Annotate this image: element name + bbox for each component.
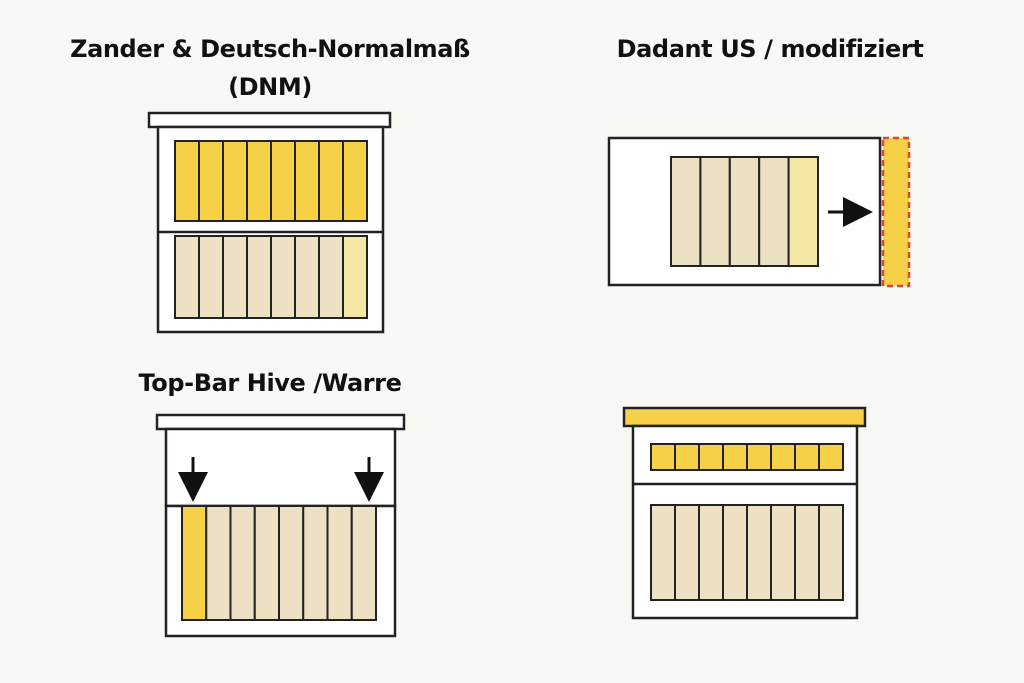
fourth-bottom-frame (794, 504, 820, 601)
topbar-frame (278, 505, 305, 621)
zander-top-frame (270, 140, 296, 222)
zander-top-frame (318, 140, 344, 222)
topbar-warre-title: Top-Bar Hive /Warre (138, 369, 402, 397)
topbar-frames (181, 505, 377, 621)
fourth-hive (622, 406, 867, 620)
topbar-lid (155, 413, 406, 431)
topbar-frame (302, 505, 329, 621)
topbar-frame (326, 505, 353, 621)
dadant-frame (699, 156, 731, 267)
zander-top-frames (174, 140, 368, 222)
fourth-top-frame (746, 443, 772, 471)
fourth-bottom-frame (770, 504, 796, 601)
fourth-top-frame (650, 443, 676, 471)
dadant-frame (728, 156, 761, 267)
topbar-frame (253, 505, 280, 621)
fourth-top-frame (674, 443, 700, 471)
zander-title-line2: (DNM) (228, 73, 312, 101)
topbar-frame (229, 505, 256, 621)
dadant-hive (607, 136, 911, 288)
fourth-top-frame (722, 443, 748, 471)
dadant-frame (787, 156, 819, 267)
zander-top-frame (198, 140, 224, 222)
dadant-frame (758, 156, 790, 267)
zander-bottom-frame (270, 235, 296, 319)
zander-top-frame (342, 140, 368, 222)
fourth-bottom-frame (818, 504, 844, 601)
zander-bottom-frame (342, 235, 368, 319)
fourth-top-frame (818, 443, 844, 471)
fourth-top-frame (698, 443, 724, 471)
fourth-bottom-frame (698, 504, 724, 601)
zander-bottom-frames (174, 235, 368, 319)
zander-bottom-frame (198, 235, 224, 319)
topbar-frame (350, 505, 377, 621)
zander-bottom-frame (246, 235, 272, 319)
zander-title-line1: Zander & Deutsch-Normalmaß (70, 35, 470, 63)
topbar-frame (181, 505, 208, 621)
fourth-bottom-frames (650, 504, 844, 601)
zander-bottom-frame (318, 235, 344, 319)
topbar-upper-box (164, 427, 397, 508)
zander-top-frame (246, 140, 272, 222)
zander-top-frame (294, 140, 320, 222)
topbar-frame (205, 505, 232, 621)
zander-lid (147, 111, 392, 129)
fourth-top-frames (650, 443, 844, 471)
fourth-lid (622, 406, 867, 428)
dadant-frames (670, 156, 819, 267)
zander-dnm-title: Zander & Deutsch-Normalmaß (DNM) (20, 30, 520, 106)
fourth-top-frame (770, 443, 796, 471)
fourth-bottom-frame (722, 504, 748, 601)
zander-bottom-frame (222, 235, 248, 319)
dadant-frame (670, 156, 702, 267)
fourth-top-frame (794, 443, 820, 471)
zander-top-frame (174, 140, 200, 222)
fourth-bottom-frame (746, 504, 772, 601)
dadant-title: Dadant US / modifiziert (616, 35, 924, 63)
zander-bottom-frame (294, 235, 320, 319)
zander-top-frame (222, 140, 248, 222)
zander-bottom-frame (174, 235, 200, 319)
topbar-hive (155, 413, 406, 638)
zander-hive (147, 111, 392, 334)
dadant-extension-board (881, 136, 911, 288)
fourth-bottom-frame (674, 504, 700, 601)
fourth-bottom-frame (650, 504, 676, 601)
